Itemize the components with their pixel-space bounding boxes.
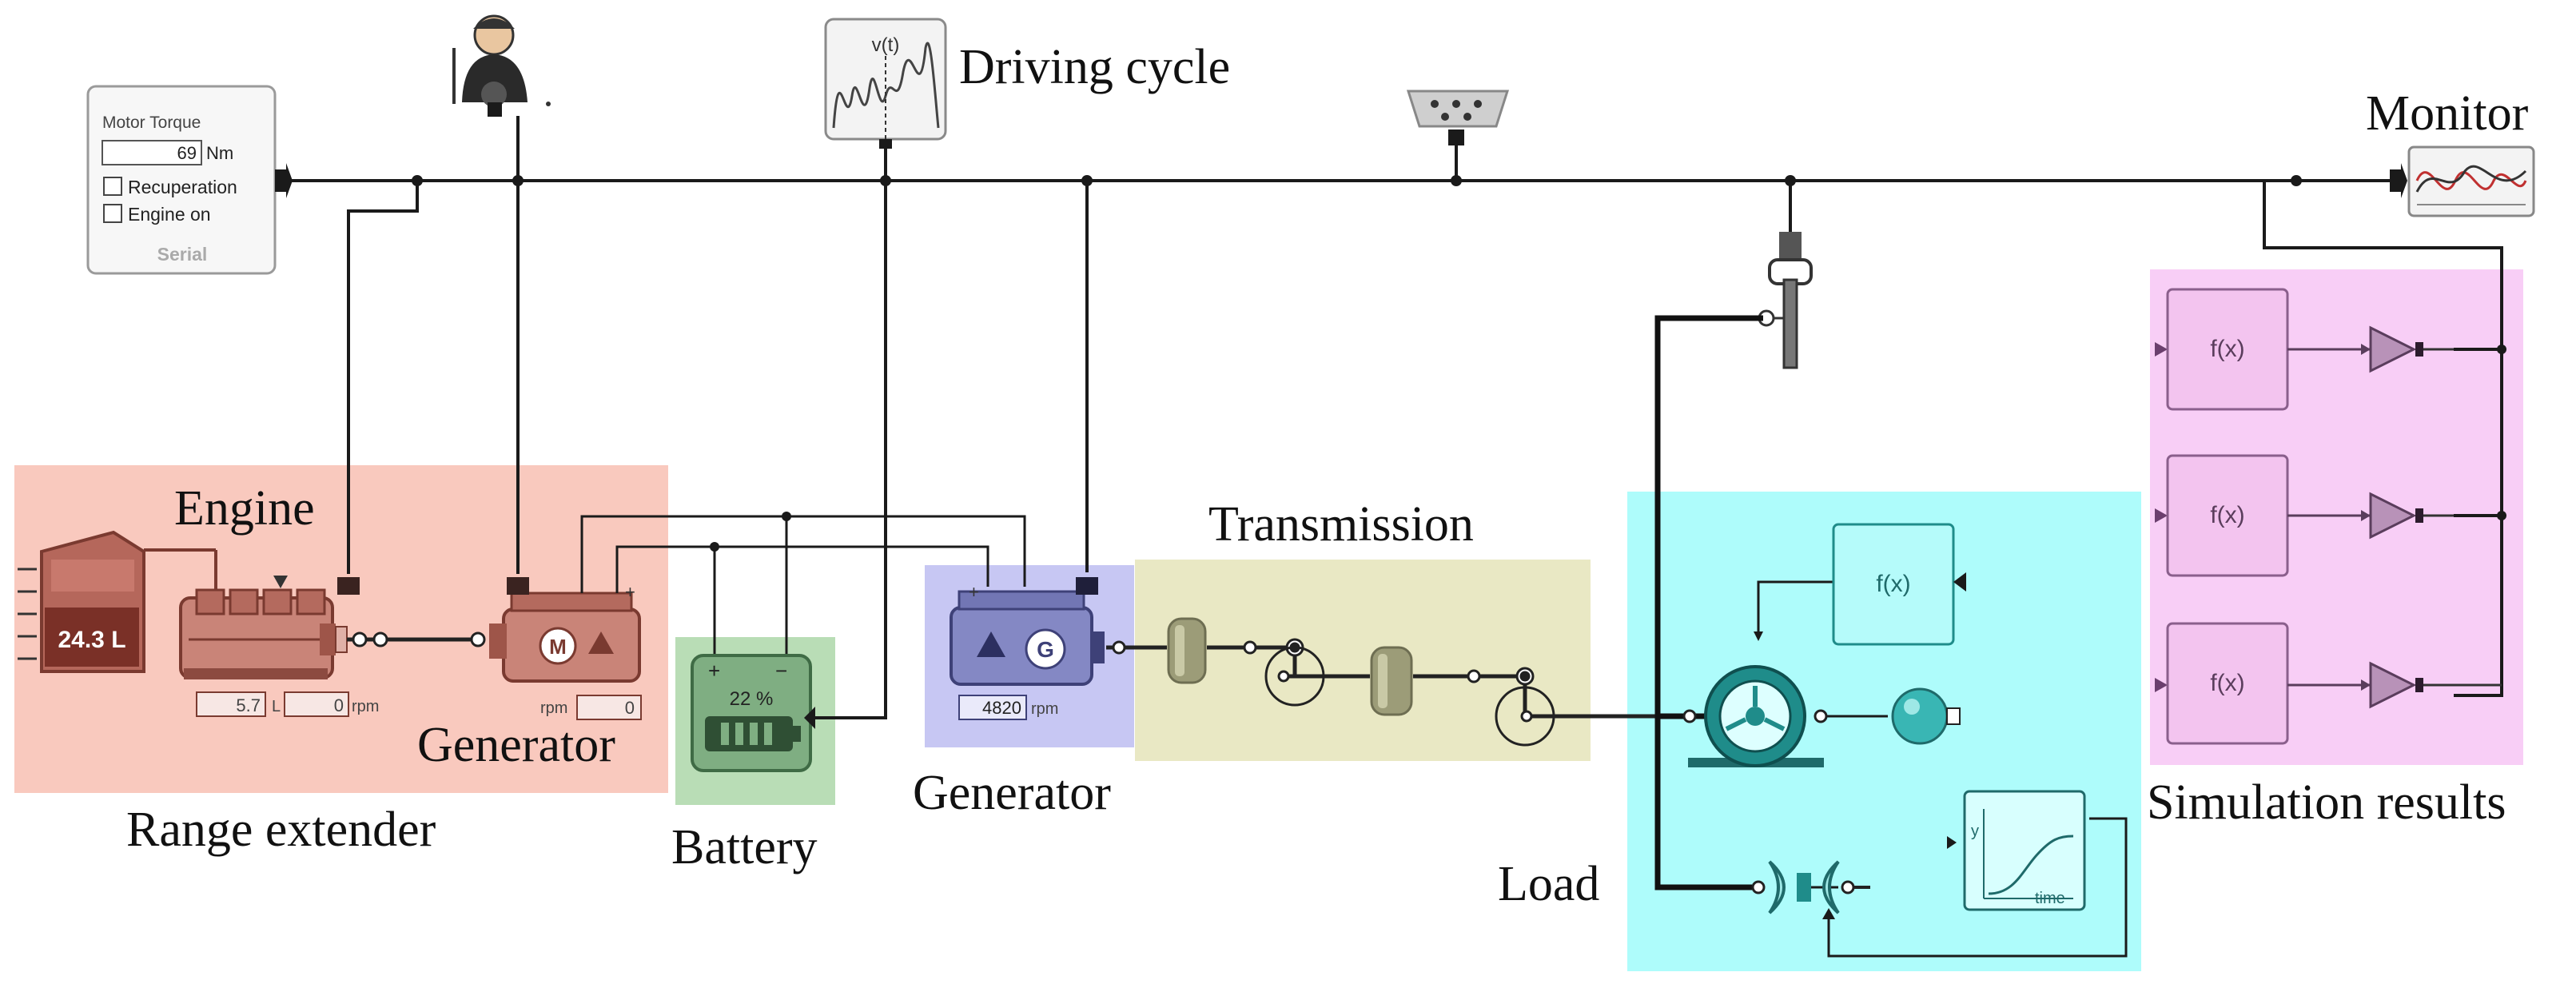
transmission-chain (1106, 638, 1670, 747)
sim-block-2-label: f(x) (2210, 502, 2244, 528)
load-fx-label: f(x) (1876, 571, 1910, 597)
serial-footer: Serial (157, 244, 208, 265)
electrical-wires (580, 515, 1026, 655)
signal-bus (281, 116, 2503, 719)
sim-block-2[interactable]: f(x) (2155, 454, 2454, 577)
wheel-block[interactable] (1682, 665, 1828, 767)
sim-block-1-label: f(x) (2210, 336, 2244, 362)
generator-left-signal-port (507, 577, 529, 595)
load-plot-y-label: y (1971, 823, 1979, 840)
engine-fuel-unit: L (272, 698, 281, 715)
load-wiring (1654, 315, 1763, 890)
driving-cycle-icon-label: v(t) (872, 34, 900, 56)
driver-icon (452, 14, 551, 117)
load-plot-x-label: time (2035, 890, 2065, 907)
serial-connector-icon (1406, 90, 1510, 145)
torque-value: 69 (177, 143, 197, 163)
engine-label: Engine (174, 481, 315, 536)
generator-mid-signal-port (1076, 577, 1098, 595)
generator-left-plus: + (625, 582, 635, 602)
driving-cycle-block[interactable]: v(t) (824, 18, 947, 149)
load-clutch[interactable] (1751, 860, 1870, 914)
torque-input[interactable] (102, 140, 202, 165)
engine-on-label: Engine on (128, 204, 211, 225)
load-mass[interactable] (1891, 687, 1961, 745)
driving-cycle-label: Driving cycle (959, 40, 1230, 94)
sim-block-1[interactable]: f(x) (2155, 288, 2454, 411)
battery-block[interactable]: + − 22 % (691, 654, 812, 772)
monitor-label: Monitor (2366, 86, 2529, 141)
battery-plus: + (708, 659, 720, 683)
transmission-region (1135, 560, 1591, 761)
load-fx-input-arrow (1754, 631, 1763, 641)
generator-left-block[interactable]: M + (489, 582, 641, 683)
engine-speed-value: 0 (334, 695, 344, 715)
wire-junctions (710, 512, 791, 552)
generator-left-speed-value: 0 (625, 698, 635, 718)
battery-input-port (804, 707, 815, 729)
load-plot-block[interactable]: y time (1947, 790, 2086, 911)
engine-block[interactable] (179, 576, 348, 679)
fuel-tank[interactable]: 24.3 L (18, 530, 217, 673)
engine-on-checkbox[interactable] (103, 204, 122, 223)
generator-mid-speed-unit: rpm (1031, 700, 1058, 718)
engine-speed-unit: rpm (352, 698, 379, 715)
torque-unit: Nm (206, 143, 233, 163)
range-extender-label: Range extender (126, 803, 436, 857)
monitor-block[interactable] (2390, 145, 2535, 217)
generator-mid-label: Generator (913, 766, 1111, 820)
generator-mid-speed-value: 4820 (982, 698, 1021, 718)
generator-mid-letter: G (1037, 637, 1054, 662)
transmission-inertia-1[interactable] (1167, 617, 1207, 684)
generator-left-readout: rpm 0 (540, 695, 642, 720)
serial-title: Motor Torque (102, 114, 201, 132)
battery-minus: − (775, 659, 787, 683)
serial-panel[interactable]: Motor Torque 69 Nm Recuperation Engine o… (86, 85, 293, 275)
engine-signal-port (337, 577, 360, 595)
transmission-inertia-2[interactable] (1370, 646, 1413, 716)
fuel-tank-level: 24.3 L (58, 627, 125, 653)
load-label: Load (1498, 857, 1599, 911)
load-feedback-arrow (1822, 908, 1835, 919)
transmission-label: Transmission (1208, 497, 1474, 552)
battery-label: Battery (671, 820, 818, 874)
bus-junctions (412, 175, 2506, 520)
battery-soc: 22 % (730, 688, 774, 710)
generator-mid-block[interactable]: + G (950, 582, 1105, 686)
brake-sensor-icon (1758, 232, 1813, 369)
recuperation-checkbox[interactable] (103, 177, 122, 196)
engine-shaft (347, 631, 486, 647)
generator-left-label: Generator (417, 718, 615, 772)
sim-block-3-label: f(x) (2210, 670, 2244, 696)
sim-block-3[interactable]: f(x) (2155, 622, 2502, 745)
recuperation-label: Recuperation (128, 177, 237, 197)
simulation-results-label: Simulation results (2147, 775, 2506, 830)
engine-fuel-value: 5.7 (236, 695, 261, 715)
engine-readouts: 5.7 L 0 rpm (196, 691, 379, 717)
generator-left-letter: M (549, 635, 567, 659)
generator-mid-plus: + (969, 582, 979, 602)
serial-output-port (275, 163, 293, 198)
generator-left-speed-unit: rpm (540, 699, 567, 717)
load-fx-block[interactable]: f(x) (1832, 523, 1966, 646)
generator-mid-readout: 4820 rpm (958, 695, 1058, 720)
